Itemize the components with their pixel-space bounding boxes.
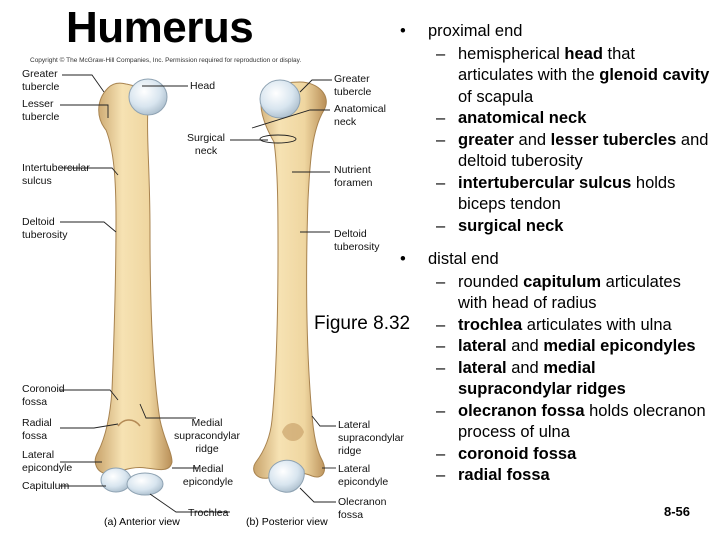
proximal-item: intertubercular sulcus holds biceps tend… bbox=[398, 173, 718, 216]
distal-item: olecranon fossa holds olecranon process … bbox=[398, 401, 718, 444]
bold-term: intertubercular sulcus bbox=[458, 173, 632, 192]
item-text: and bbox=[506, 358, 544, 377]
bold-term: lateral bbox=[458, 337, 507, 355]
item-text: and bbox=[506, 337, 544, 355]
distal-item: rounded capitulum articulates with head … bbox=[398, 272, 718, 315]
item-text: and bbox=[513, 130, 551, 149]
distal-item: lateral and medial epicondyles bbox=[398, 336, 718, 358]
caption-anterior-view: (a) Anterior view bbox=[104, 516, 180, 528]
bold-term: lesser tubercles bbox=[550, 130, 677, 149]
proximal-item: anatomical neck bbox=[398, 108, 718, 130]
bold-term: greater bbox=[458, 130, 514, 149]
distal-items: rounded capitulum articulates with head … bbox=[398, 272, 718, 487]
bold-term: trochlea bbox=[458, 315, 523, 334]
bold-term: coronoid fossa bbox=[458, 444, 577, 463]
bold-term: head bbox=[564, 44, 603, 63]
slide-title: Humerus bbox=[66, 3, 254, 52]
leader-lines bbox=[60, 74, 336, 513]
bold-term: anatomical neck bbox=[458, 109, 587, 127]
bold-term: lateral bbox=[458, 358, 507, 377]
bold-term: medial epicondyles bbox=[543, 337, 696, 355]
bold-term: capitulum bbox=[523, 272, 602, 291]
item-text: articulates with ulna bbox=[522, 315, 672, 334]
proximal-item: greater and lesser tubercles and deltoid… bbox=[398, 130, 718, 173]
label-head: Head bbox=[190, 80, 216, 92]
item-text: articulates with head of radius bbox=[458, 272, 681, 313]
label-trochlea: Trochlea bbox=[188, 507, 229, 519]
item-text: that articulates with the bbox=[458, 44, 636, 85]
bullet-proximal-heading: proximal end bbox=[398, 21, 718, 43]
caption-posterior-view: (b) Posterior view bbox=[246, 516, 328, 528]
proximal-item: hemispherical head that articulates with… bbox=[398, 44, 718, 109]
item-text: rounded bbox=[458, 272, 524, 291]
distal-item: lateral and medial supracondylar ridges bbox=[398, 358, 718, 401]
bold-term: olecranon fossa bbox=[458, 401, 585, 420]
bullet-distal-heading: distal end bbox=[398, 249, 718, 271]
distal-item: radial fossa bbox=[398, 465, 718, 487]
bold-term: radial fossa bbox=[458, 466, 550, 484]
bold-term: medial supracondylar ridges bbox=[458, 358, 626, 399]
distal-item: trochlea articulates with ulna bbox=[398, 315, 718, 337]
posterior-humerus bbox=[253, 79, 327, 493]
item-text: holds olecranon process of ulna bbox=[458, 401, 706, 442]
item-text: of scapula bbox=[458, 87, 534, 106]
bold-term: glenoid cavity bbox=[599, 66, 710, 84]
distal-item: coronoid fossa bbox=[398, 444, 718, 466]
item-text: holds biceps tendon bbox=[458, 173, 676, 214]
proximal-items: hemispherical head that articulates with… bbox=[398, 44, 718, 238]
item-text: hemispherical bbox=[458, 44, 565, 63]
figure-caption: Figure 8.32 bbox=[314, 313, 411, 334]
copyright-notice: Copyright © The McGraw-Hill Companies, I… bbox=[30, 57, 302, 64]
page-number: 8-56 bbox=[664, 504, 691, 519]
anterior-humerus bbox=[94, 78, 173, 496]
item-text: and deltoid tuberosity bbox=[458, 130, 709, 171]
bullet-list: proximal end hemispherical head that art… bbox=[398, 21, 718, 487]
bold-term: surgical neck bbox=[458, 216, 564, 235]
proximal-item: surgical neck bbox=[398, 216, 718, 238]
label-capitulum: Capitulum bbox=[22, 480, 70, 492]
